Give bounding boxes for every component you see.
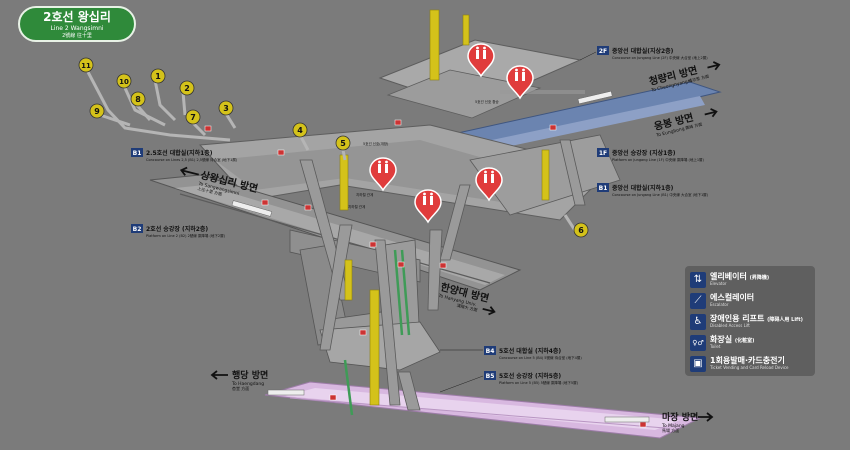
legend-label: 엘리베이터 — [710, 272, 747, 281]
legend-label-zh: (昇降機) — [750, 275, 770, 281]
svg-text:2F: 2F — [599, 48, 607, 55]
arrow-right-icon — [704, 108, 718, 119]
svg-text:2호선 승강장 (지하2층): 2호선 승강장 (지하2층) — [146, 225, 208, 233]
legend-label: 에스컬레이터 — [710, 293, 754, 302]
direction-haengdang: 행당 방면 To Haengdang 杏堂 方面 — [212, 369, 268, 391]
level-label-b5: B5 5호선 승강장 (지하5층) Platform on Line 5 (B5… — [440, 371, 579, 392]
svg-text:5호선 대합실 (지하4층): 5호선 대합실 (지하4층) — [499, 347, 561, 355]
level-label-2f: 2F 중앙선 대합실(지상2층) Concourse on Jungang Li… — [580, 46, 708, 60]
legend-sublabel: Escalator — [710, 302, 728, 307]
svg-text:Platform on Line 5 (B5) 5號線 乘降: Platform on Line 5 (B5) 5號線 乘降場 (地下5層) — [499, 380, 579, 385]
svg-text:杏堂 方面: 杏堂 方面 — [232, 385, 249, 391]
exit-number: 2 — [184, 84, 190, 93]
station-title-zh: 2號線 往十里 — [20, 33, 134, 39]
line5-concourse-b4 — [320, 322, 440, 370]
svg-text:중앙선 대합실(지상2층): 중앙선 대합실(지상2층) — [612, 47, 674, 55]
legend-label: 화장실 — [710, 335, 732, 344]
exit-number: 7 — [190, 113, 196, 122]
legend-sublabel: Elevator — [710, 281, 727, 286]
direction-majang: 마장 방면 To Majang 馬場 方面 — [661, 411, 712, 433]
svg-text:Concourse on Line 5 (B4) 5號線 待: Concourse on Line 5 (B4) 5號線 待合室 (地下4層) — [499, 355, 582, 360]
svg-text:Concourse on Lines 2,5 (B1) 2,: Concourse on Lines 2,5 (B1) 2,5號線 待合室 (地… — [146, 157, 238, 162]
svg-text:Platform on Line 2 (B2) 2號線 乘降: Platform on Line 2 (B2) 2號線 乘降場 (地下2層) — [146, 233, 226, 238]
svg-text:Concourse on Jungang Line (2F): Concourse on Jungang Line (2F) 中央線 大合室 (… — [612, 55, 708, 60]
svg-text:B1: B1 — [133, 150, 142, 157]
exit-number: 10 — [119, 78, 129, 86]
exit-number: 3 — [223, 104, 229, 113]
arrow-right-icon — [698, 413, 712, 421]
level-label-b2: B2 2호선 승강장 (지하2층) Platform on Line 2 (B2… — [131, 224, 226, 238]
exit-number: 4 — [297, 126, 303, 135]
exit-number: 5 — [340, 139, 346, 148]
legend-sublabel: Toilet — [710, 344, 720, 349]
legend-item-elevator: ⇅ 엘리베이터 (昇降機) Elevator — [690, 271, 814, 289]
exit-number: 11 — [81, 62, 91, 70]
svg-text:5호선 승강장 (지하5층): 5호선 승강장 (지하5층) — [499, 372, 561, 380]
exit-number: 1 — [155, 72, 161, 81]
svg-text:행당 방면: 행당 방면 — [232, 369, 268, 381]
legend-sublabel: Ticket Vending and Card Reload Device — [710, 365, 789, 370]
exit-number: 6 — [578, 226, 584, 235]
legend: ⇅ 엘리베이터 (昇降機) Elevator ⟋ 에스컬레이터 Escalato… — [685, 266, 815, 376]
arrow-left-icon — [212, 371, 228, 379]
station-title: 2호선 왕십리 Line 2 Wangsimni 2號線 往十里 — [18, 6, 136, 42]
svg-text:중앙선 승강장 (지상1층): 중앙선 승강장 (지상1층) — [612, 149, 676, 157]
level-label-b4: B4 5호선 대합실 (지하4층) Concourse on Line 5 (B… — [440, 346, 582, 360]
gate-label: 지하철 관계 — [356, 192, 373, 197]
svg-text:Concourse on Jungang Line (B1): Concourse on Jungang Line (B1) 中央線 大合室 (… — [612, 192, 709, 197]
legend-item-ticket-machine: ▣ 1회용발매·카드충전기 Ticket Vending and Card Re… — [690, 355, 814, 373]
station-title-ko: 2호선 왕십리 — [20, 10, 134, 25]
arrow-right-icon — [482, 305, 496, 316]
svg-text:B2: B2 — [133, 226, 142, 233]
station-title-en: Line 2 Wangsimni — [20, 25, 134, 33]
escalator-icon: ⟋ — [690, 293, 706, 309]
legend-label: 1회용발매·카드충전기 — [710, 356, 785, 365]
svg-text:2.5호선 대합실(지하1층): 2.5호선 대합실(지하1층) — [146, 149, 213, 157]
svg-text:馬場 方面: 馬場 方面 — [662, 427, 679, 433]
elevator-icon: ⇅ — [690, 272, 706, 288]
transfer-label: 5호선 신호(개방) — [363, 141, 389, 146]
legend-item-escalator: ⟋ 에스컬레이터 Escalator — [690, 292, 814, 310]
svg-text:B1: B1 — [599, 185, 608, 192]
svg-text:1F: 1F — [599, 150, 607, 157]
legend-sublabel: Disabled Access Lift — [710, 323, 750, 328]
legend-label: 장애인용 리프트 — [710, 314, 764, 323]
svg-text:중앙선 대합실(지하1층): 중앙선 대합실(지하1층) — [612, 184, 674, 192]
toilet-icon — [415, 190, 441, 222]
legend-item-lift: ♿ 장애인용 리프트 (障碍人用 Lift) Disabled Access L… — [690, 313, 814, 331]
wheelchair-lift-icon: ♿ — [690, 314, 706, 330]
legend-label-zh: (障碍人用 Lift) — [767, 317, 803, 323]
ticket-machine-icon: ▣ — [690, 356, 706, 372]
transfer-label: 5호선 신호 환승 — [475, 99, 500, 104]
level-label-b1-jungang: B1 중앙선 대합실(지하1층) Concourse on Jungang Li… — [597, 183, 709, 197]
level-label-1f: 1F 중앙선 승강장 (지상1층) Platform on Jungang Li… — [597, 148, 705, 162]
svg-text:B4: B4 — [486, 348, 495, 355]
legend-item-toilet: ♀♂ 화장실 (化粧室) Toilet — [690, 334, 814, 352]
svg-text:B5: B5 — [486, 373, 495, 380]
exit-number: 9 — [94, 107, 100, 116]
gate-label: 지하철 관계 — [348, 204, 365, 209]
svg-text:마장 방면: 마장 방면 — [662, 411, 698, 423]
legend-label-zh: (化粧室) — [735, 338, 755, 344]
exit-number: 8 — [135, 95, 141, 104]
arrow-right-icon — [707, 61, 721, 72]
toilet-icon: ♀♂ — [690, 335, 706, 351]
svg-text:Platform on Jungang Line (1F): Platform on Jungang Line (1F) 中央線 乘降場 (地… — [612, 157, 705, 162]
